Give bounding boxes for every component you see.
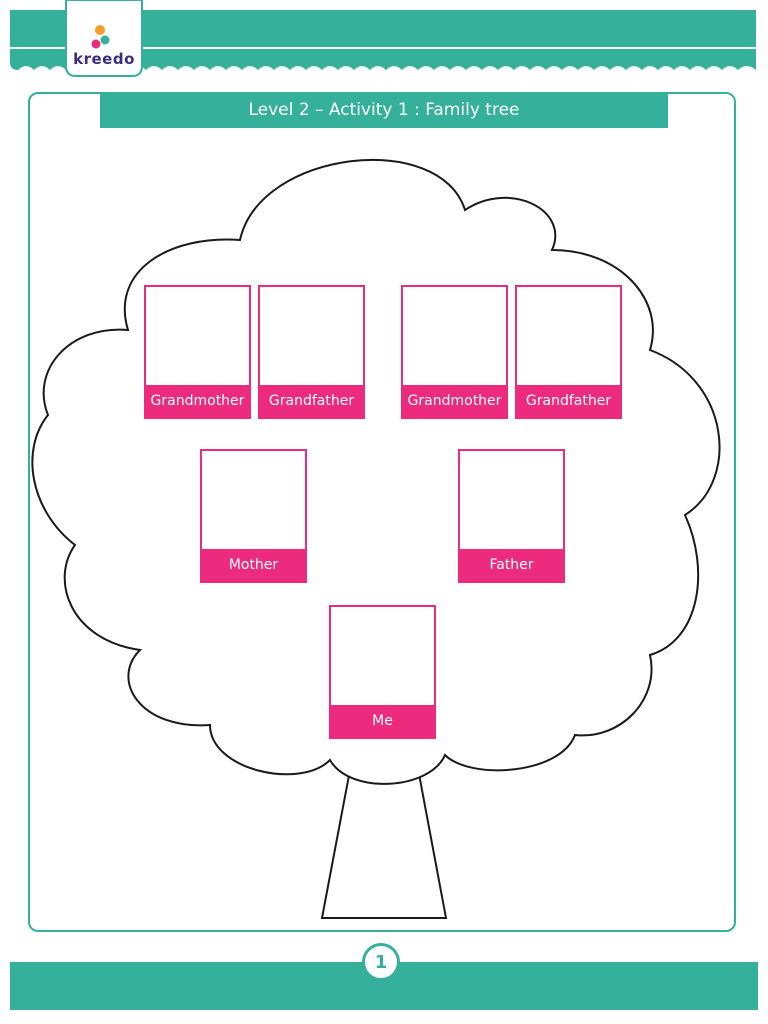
card-label: Father	[460, 549, 563, 581]
photo-slot[interactable]	[517, 287, 620, 385]
page-title: Level 2 – Activity 1 : Family tree	[100, 92, 668, 128]
photo-slot[interactable]	[331, 607, 434, 705]
card-grandfather-right[interactable]: Grandfather	[515, 285, 622, 419]
card-mother[interactable]: Mother	[200, 449, 307, 583]
card-label: Grandmother	[403, 385, 506, 417]
logo-dot-pink-icon	[91, 39, 101, 49]
card-grandmother-left[interactable]: Grandmother	[144, 285, 251, 419]
card-label: Grandfather	[517, 385, 620, 417]
card-label: Me	[331, 705, 434, 737]
photo-slot[interactable]	[403, 287, 506, 385]
page-number: 1	[362, 943, 400, 981]
logo-text: kreedo	[73, 50, 135, 68]
card-father[interactable]: Father	[458, 449, 565, 583]
card-grandfather-left[interactable]: Grandfather	[258, 285, 365, 419]
card-grandmother-right[interactable]: Grandmother	[401, 285, 508, 419]
header-band	[10, 10, 756, 70]
logo-dot-teal-icon	[100, 35, 110, 45]
card-label: Mother	[202, 549, 305, 581]
photo-slot[interactable]	[460, 451, 563, 549]
photo-slot[interactable]	[260, 287, 363, 385]
logo-dot-orange-icon	[95, 25, 105, 35]
photo-slot[interactable]	[146, 287, 249, 385]
photo-slot[interactable]	[202, 451, 305, 549]
tree-trunk	[320, 757, 448, 919]
logo	[65, 0, 143, 77]
card-label: Grandfather	[260, 385, 363, 417]
card-me[interactable]: Me	[329, 605, 436, 739]
card-label: Grandmother	[146, 385, 249, 417]
